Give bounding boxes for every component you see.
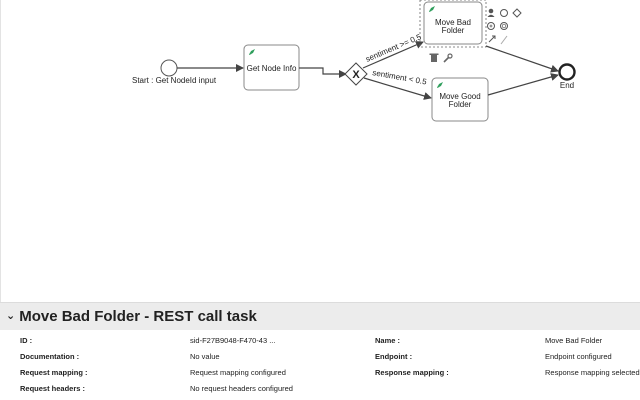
context-pad	[429, 8, 522, 63]
end-event-label: End	[560, 81, 574, 90]
property-key: Name :	[375, 336, 401, 345]
sequence-flow-to-gateway[interactable]	[299, 67, 347, 78]
task-move-bad-label-1: Move Bad	[435, 18, 471, 27]
task-move-bad-folder[interactable]: Move Bad Folder	[419, 0, 487, 48]
flow-upper-label: sentiment >= 0.5	[364, 32, 423, 64]
user-task-icon[interactable]	[487, 8, 495, 17]
task-move-bad-label-2: Folder	[442, 26, 465, 35]
task-move-good-label-1: Move Good	[439, 92, 480, 101]
property-key: Response mapping :	[375, 368, 449, 377]
gateway-x-icon: X	[352, 69, 360, 81]
connector-arrow-icon[interactable]	[488, 35, 496, 43]
sequence-flow-lower[interactable]	[363, 77, 432, 100]
property-value-documentation[interactable]: No value	[190, 352, 220, 361]
boundary-event-icon[interactable]	[500, 22, 508, 30]
property-value-name[interactable]: Move Bad Folder	[545, 336, 603, 345]
property-value-response-mapping[interactable]: Response mapping selected	[545, 368, 640, 377]
task-get-node-info[interactable]: Get Node Info	[243, 44, 300, 91]
properties-panel-title: Move Bad Folder - REST call task	[19, 308, 257, 325]
flow-lower-label: sentiment < 0.5	[372, 68, 428, 86]
task-move-good-folder[interactable]: Move Good Folder	[431, 77, 489, 122]
property-row: Documentation : No value Endpoint : Endp…	[0, 349, 640, 365]
sequence-flow-good-to-end[interactable]	[487, 73, 559, 96]
process-diagram: Start : Get NodeId input Get Node Info X…	[132, 0, 576, 122]
property-row: Request mapping : Request mapping config…	[0, 365, 640, 381]
property-value-request-headers[interactable]: No request headers configured	[190, 384, 293, 393]
property-key: Endpoint :	[375, 352, 413, 361]
process-canvas[interactable]: Start : Get NodeId input Get Node Info X…	[0, 0, 640, 302]
sequence-flow-bad-to-end[interactable]	[485, 45, 559, 73]
task-move-good-label-2: Folder	[449, 100, 472, 109]
property-key: Request headers :	[20, 384, 86, 393]
property-row: ID : sid-F27B9048-F470-43 ... Name : Mov…	[0, 333, 640, 349]
properties-panel: ⌄ Move Bad Folder - REST call task ID : …	[0, 302, 640, 400]
exclusive-gateway[interactable]: X	[344, 62, 368, 86]
property-value-endpoint[interactable]: Endpoint configured	[545, 352, 612, 361]
property-value-request-mapping[interactable]: Request mapping configured	[190, 368, 286, 377]
property-key: Request mapping :	[20, 368, 88, 377]
property-row: Request headers : No request headers con…	[0, 381, 640, 397]
property-value-id[interactable]: sid-F27B9048-F470-43 ...	[190, 336, 276, 345]
intermediate-event-icon[interactable]	[487, 22, 495, 30]
property-key: Documentation :	[20, 352, 80, 361]
task-get-node-info-label: Get Node Info	[247, 64, 297, 73]
delete-icon[interactable]	[429, 53, 439, 63]
selection-box	[419, 0, 487, 48]
chevron-down-icon[interactable]: ⌄	[6, 310, 16, 322]
properties-panel-header[interactable]: ⌄ Move Bad Folder - REST call task	[0, 302, 640, 330]
wrench-icon[interactable]	[443, 53, 453, 63]
annotation-icon[interactable]	[500, 35, 508, 45]
start-event[interactable]	[160, 59, 178, 77]
end-event-icon[interactable]	[500, 9, 508, 17]
gateway-icon[interactable]	[512, 8, 522, 18]
sequence-flow-upper[interactable]	[362, 41, 424, 69]
start-event-label: Start : Get NodeId input	[132, 76, 217, 85]
property-key: ID :	[20, 336, 33, 345]
end-event[interactable]	[558, 63, 576, 81]
